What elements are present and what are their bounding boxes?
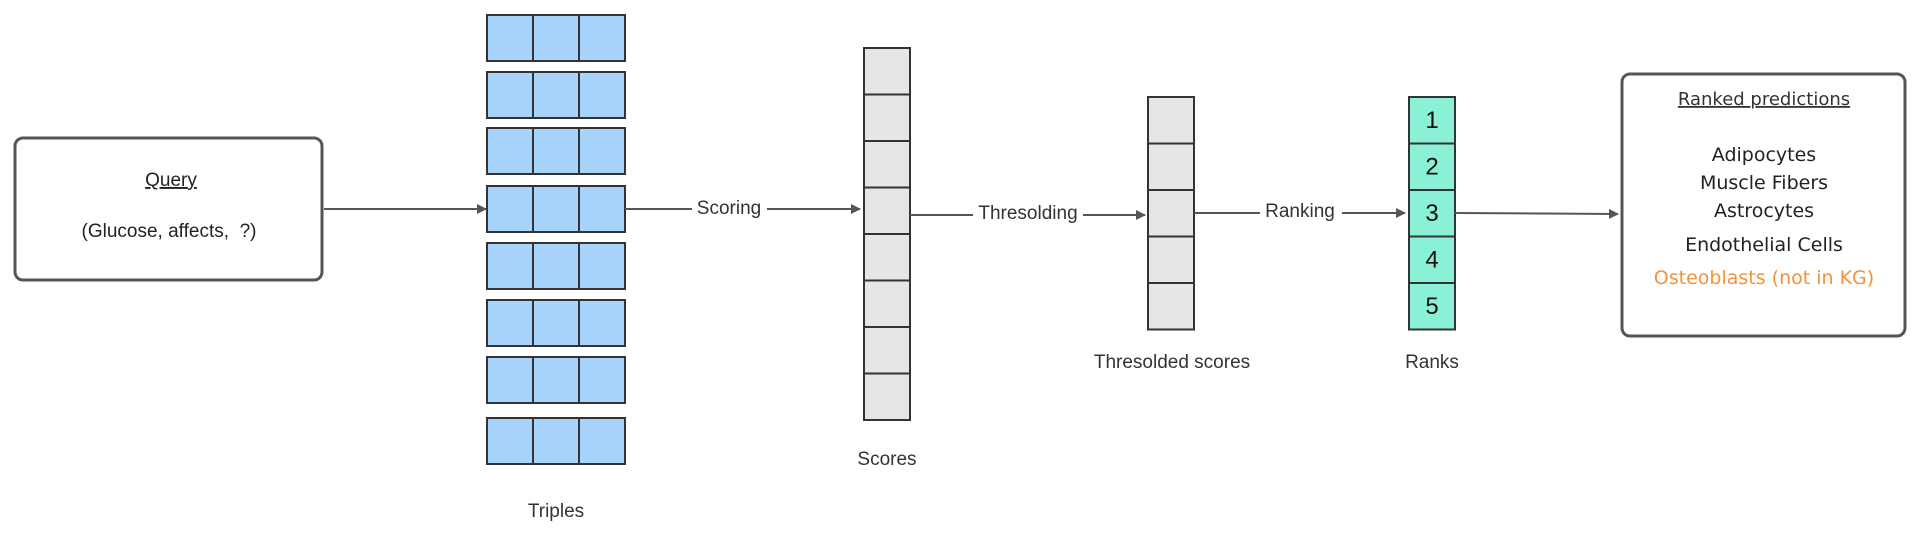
thresholded-score-cell xyxy=(1147,235,1195,284)
rank-number: 3 xyxy=(1425,200,1438,227)
triple-cell xyxy=(532,14,580,62)
triple-cell xyxy=(532,71,580,119)
triple-row xyxy=(486,185,626,233)
rank-cell xyxy=(1408,235,1456,284)
triples-stack xyxy=(486,14,626,465)
ranked-predictions-box: Ranked predictions Adipocytes Muscle Fib… xyxy=(1620,72,1907,338)
triple-cell xyxy=(532,242,580,290)
thresholded-scores-label: Thresolded scores xyxy=(1094,352,1250,373)
triple-cell xyxy=(486,185,534,233)
thresholded-score-cell xyxy=(1147,142,1195,191)
score-cell xyxy=(863,279,911,328)
query-text: (Glucose, affects, ?) xyxy=(82,221,257,242)
prediction-item: Astrocytes xyxy=(1714,200,1814,222)
triple-cell xyxy=(578,14,626,62)
triple-cell xyxy=(532,127,580,175)
triple-cell xyxy=(532,299,580,347)
score-cell xyxy=(863,326,911,375)
triple-cell xyxy=(486,127,534,175)
thresholded-scores-column xyxy=(1147,96,1195,331)
score-cell xyxy=(863,140,911,189)
triple-cell xyxy=(578,242,626,290)
prediction-item: Muscle Fibers xyxy=(1700,172,1828,194)
scoring-label: Scoring xyxy=(697,198,761,219)
triple-row xyxy=(486,417,626,465)
triple-cell xyxy=(486,356,534,404)
score-cell xyxy=(863,372,911,421)
triple-cell xyxy=(532,185,580,233)
triple-cell xyxy=(486,417,534,465)
triple-cell xyxy=(578,356,626,404)
thresholded-score-cell xyxy=(1147,189,1195,238)
prediction-item: Endothelial Cells xyxy=(1685,234,1843,256)
triple-cell xyxy=(578,299,626,347)
triple-row xyxy=(486,299,626,347)
triple-row xyxy=(486,242,626,290)
triple-cell xyxy=(486,242,534,290)
triple-cell xyxy=(532,356,580,404)
triple-row xyxy=(486,14,626,62)
score-cell xyxy=(863,186,911,235)
triple-cell xyxy=(578,417,626,465)
rank-number: 4 xyxy=(1425,247,1438,274)
rank-number: 1 xyxy=(1425,107,1438,134)
triple-cell xyxy=(486,299,534,347)
triple-cell xyxy=(486,71,534,119)
triple-cell xyxy=(578,127,626,175)
rank-number: 2 xyxy=(1425,154,1438,181)
triple-row xyxy=(486,127,626,175)
prediction-item: Adipocytes xyxy=(1712,144,1816,166)
score-cell xyxy=(863,233,911,282)
scores-label: Scores xyxy=(857,449,916,470)
triple-row xyxy=(486,356,626,404)
score-cell xyxy=(863,47,911,96)
triple-cell xyxy=(578,71,626,119)
thresholding-label: Thresolding xyxy=(978,203,1077,224)
ranks-label: Ranks xyxy=(1405,352,1459,373)
score-cell xyxy=(863,93,911,142)
rank-cell xyxy=(1408,282,1456,331)
scores-column xyxy=(863,47,911,421)
rank-number: 5 xyxy=(1425,293,1438,320)
triple-cell xyxy=(486,14,534,62)
query-box: Query (Glucose, affects, ?) xyxy=(13,136,324,282)
query-title: Query xyxy=(145,170,197,191)
triples-label: Triples xyxy=(528,501,584,522)
ranking-label: Ranking xyxy=(1265,201,1335,222)
ranks-column: 1 2 3 4 5 xyxy=(1408,96,1456,331)
triple-cell xyxy=(578,185,626,233)
ranked-predictions-title: Ranked predictions xyxy=(1678,89,1850,110)
triple-cell xyxy=(532,417,580,465)
prediction-item-highlighted: Osteoblasts (not in KG) xyxy=(1654,267,1874,289)
thresholded-score-cell xyxy=(1147,282,1195,331)
triple-row xyxy=(486,71,626,119)
thresholded-score-cell xyxy=(1147,96,1195,145)
ranks-to-predictions-arrow xyxy=(1454,208,1619,219)
